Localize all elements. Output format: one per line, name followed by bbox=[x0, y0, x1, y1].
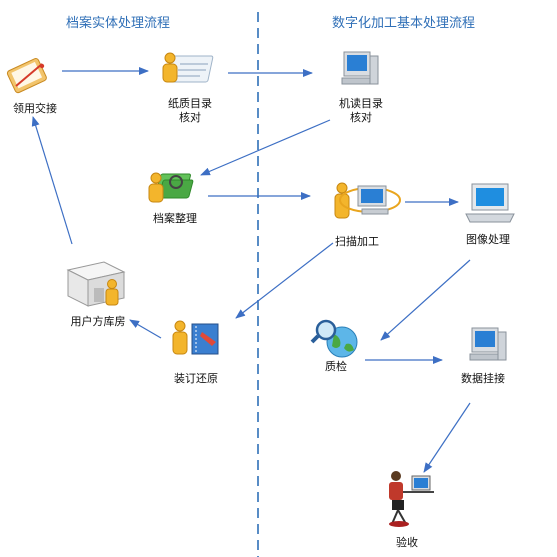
label-organize: 档案整理 bbox=[153, 212, 197, 225]
arrow-mount-to-accept bbox=[423, 402, 471, 473]
magnifier-globe-icon bbox=[310, 319, 358, 358]
person-computer-icon bbox=[334, 182, 401, 219]
label-paper-check: 纸质目录 核对 bbox=[168, 97, 212, 124]
label-image: 图像处理 bbox=[466, 233, 510, 246]
flow-arrows bbox=[31, 67, 471, 473]
warehouse-icon bbox=[66, 261, 126, 307]
arrow-machine-to-organize bbox=[200, 119, 331, 176]
arrow-binding-to-warehouse bbox=[129, 319, 162, 339]
arrow-warehouse-to-receive bbox=[31, 116, 73, 245]
person-at-desk-icon bbox=[389, 471, 434, 527]
arrow-scan-to-binding bbox=[235, 242, 334, 319]
monitor-icon bbox=[465, 183, 515, 223]
person-document-icon bbox=[162, 52, 214, 83]
label-warehouse: 用户方库房 bbox=[70, 315, 126, 328]
label-accept: 验收 bbox=[396, 536, 418, 549]
label-receive: 领用交接 bbox=[13, 102, 57, 115]
left-section-heading: 档案实体处理流程 bbox=[66, 16, 171, 31]
computer-icon bbox=[341, 51, 379, 85]
clipboard-icon bbox=[6, 58, 47, 94]
label-scan: 扫描加工 bbox=[335, 235, 379, 248]
arrow-image-to-qc bbox=[380, 259, 471, 341]
person-folders-icon bbox=[148, 172, 194, 203]
label-mount: 数据挂接 bbox=[461, 372, 505, 385]
person-binder-icon bbox=[172, 320, 219, 355]
right-section-heading: 数字化加工基本处理流程 bbox=[332, 16, 476, 31]
label-machine-check: 机读目录 核对 bbox=[339, 97, 383, 124]
label-binding: 装订还原 bbox=[174, 372, 218, 385]
label-qc: 质检 bbox=[325, 360, 347, 373]
computer-icon bbox=[469, 327, 507, 361]
